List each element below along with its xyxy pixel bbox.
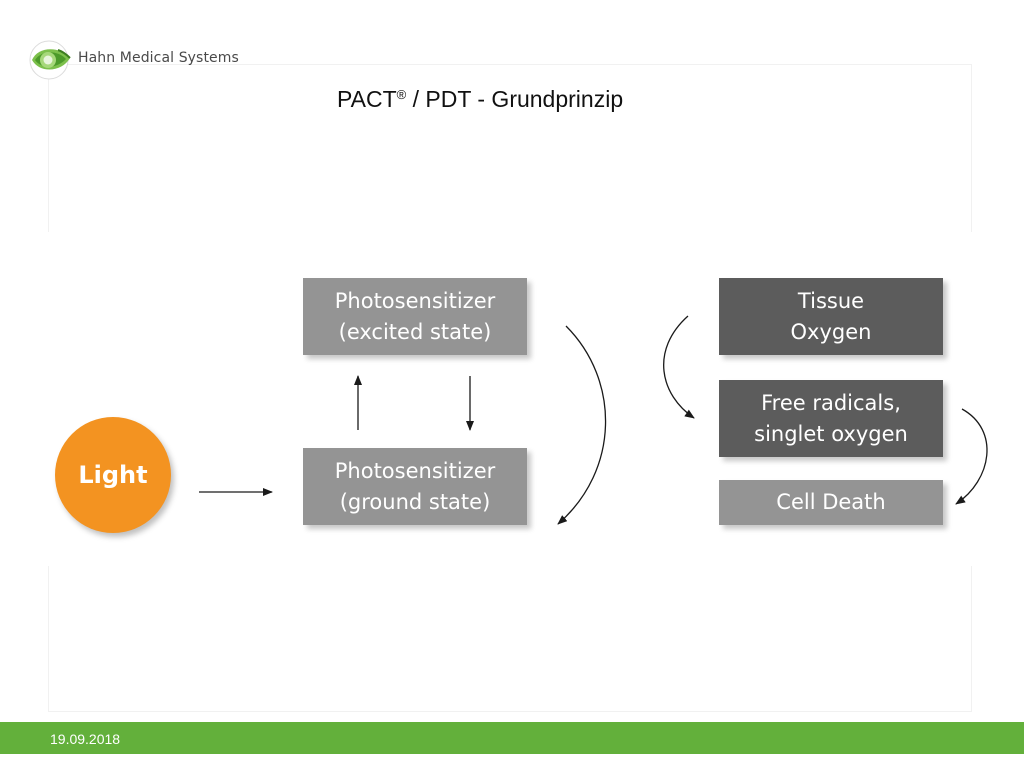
arrow-tissue-curve <box>663 315 695 419</box>
free-radicals-box: Free radicals, singlet oxygen <box>719 380 943 457</box>
radicals-line2: singlet oxygen <box>754 421 908 446</box>
registered-mark: ® <box>396 87 407 102</box>
slide-title: PACT® / PDT - Grundprinzip <box>337 86 623 113</box>
eye-logo-icon <box>29 40 71 80</box>
ps-ground-box: Photosensitizer (ground state) <box>303 448 527 525</box>
content-frame-bottom <box>48 566 972 712</box>
arrow-excited-curve <box>557 325 607 525</box>
radicals-line1: Free radicals, <box>761 390 901 415</box>
tissue-oxygen-box: Tissue Oxygen <box>719 278 943 355</box>
arrow-radicals-curve <box>955 408 988 505</box>
light-label: Light <box>78 461 148 489</box>
footer-date: 19.09.2018 <box>50 731 121 747</box>
cell-death-box: Cell Death <box>719 480 943 525</box>
cell-death-label: Cell Death <box>776 490 886 514</box>
ps-excited-line1: Photosensitizer <box>334 288 496 313</box>
tissue-line2: Oxygen <box>790 319 872 344</box>
company-name: Hahn Medical Systems <box>78 50 239 66</box>
title-main: PACT <box>337 86 397 112</box>
ps-ground-line1: Photosensitizer <box>334 458 496 483</box>
ps-excited-line2: (excited state) <box>338 319 492 344</box>
title-rest: / PDT - Grundprinzip <box>406 86 624 112</box>
company-logo: Hahn Medical Systems <box>28 38 239 82</box>
ps-ground-line2: (ground state) <box>339 489 491 514</box>
ps-excited-box: Photosensitizer (excited state) <box>303 278 527 355</box>
footer-bar <box>0 722 1024 754</box>
content-frame-top <box>48 64 972 232</box>
tissue-line1: Tissue <box>797 288 865 313</box>
light-circle: Light <box>55 417 171 533</box>
